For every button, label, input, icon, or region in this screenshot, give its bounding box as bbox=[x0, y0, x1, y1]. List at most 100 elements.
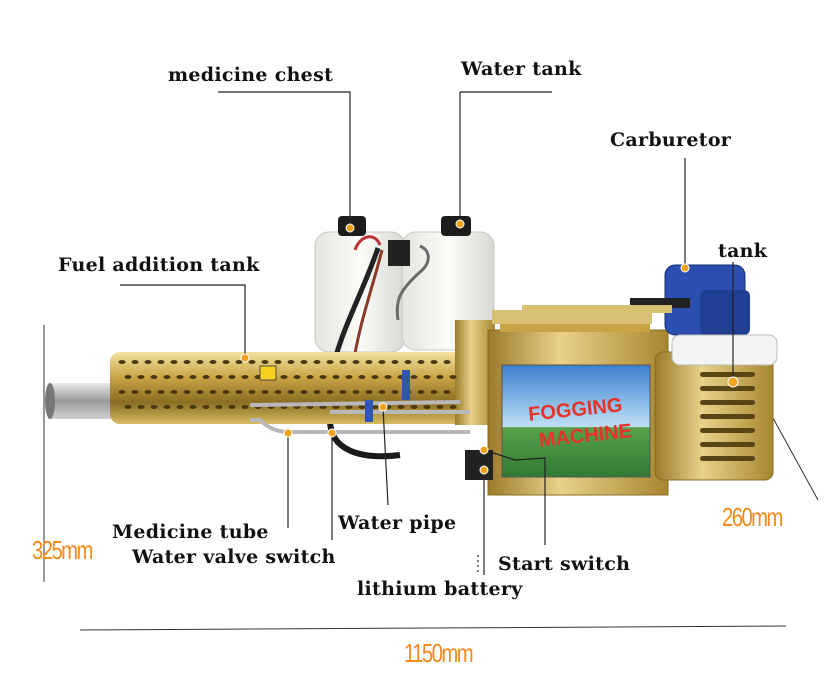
perforation-hole bbox=[332, 405, 340, 409]
label-water-valve-switch: Water valve switch bbox=[132, 546, 336, 568]
perforation-hole bbox=[163, 375, 171, 379]
perforation-hole bbox=[202, 405, 210, 409]
perforation-hole bbox=[423, 375, 431, 379]
label-carburetor: Carburetor bbox=[610, 129, 732, 151]
perforation-hole bbox=[371, 405, 379, 409]
guard-slot bbox=[700, 456, 755, 461]
perforation-hole bbox=[176, 375, 184, 379]
perforation-hole bbox=[241, 375, 249, 379]
perforation-hole bbox=[248, 360, 256, 364]
perforation-hole bbox=[319, 405, 327, 409]
perforation-hole bbox=[391, 390, 399, 394]
perforation-hole bbox=[196, 360, 204, 364]
guard-slot bbox=[700, 400, 755, 405]
label-water-tank: Water tank bbox=[461, 58, 582, 80]
perforation-hole bbox=[157, 390, 165, 394]
perforation-hole bbox=[261, 390, 269, 394]
perforation-hole bbox=[443, 360, 451, 364]
dimension-width: 260mm bbox=[722, 502, 783, 532]
guard-slot bbox=[700, 428, 755, 433]
perforation-hole bbox=[313, 360, 321, 364]
perforation-hole bbox=[332, 375, 340, 379]
perforation-hole bbox=[131, 360, 139, 364]
perforation-hole bbox=[274, 390, 282, 394]
perforation-hole bbox=[274, 360, 282, 364]
perforation-hole bbox=[209, 360, 217, 364]
markers bbox=[240, 219, 739, 475]
label-water-pipe: Water pipe bbox=[338, 512, 457, 534]
guard-slots bbox=[700, 372, 755, 461]
perforation-hole bbox=[313, 390, 321, 394]
perforation-hole bbox=[300, 360, 308, 364]
perforation-hole bbox=[358, 405, 366, 409]
perforation-hole bbox=[137, 405, 145, 409]
perforation-hole bbox=[131, 390, 139, 394]
perforation-hole bbox=[209, 390, 217, 394]
width-dimension-line bbox=[772, 417, 819, 501]
perforation-hole bbox=[436, 405, 444, 409]
fuel-tank bbox=[671, 334, 778, 366]
perforation-hole bbox=[144, 390, 152, 394]
perforation-hole bbox=[235, 390, 243, 394]
perforation-hole bbox=[417, 360, 425, 364]
perforation-hole bbox=[417, 390, 425, 394]
perforation-hole bbox=[443, 390, 451, 394]
perforation-hole bbox=[215, 405, 223, 409]
perforation-hole bbox=[365, 390, 373, 394]
label-start-switch: Start switch bbox=[498, 553, 631, 575]
perforation-hole bbox=[287, 390, 295, 394]
perforation-hole bbox=[410, 405, 418, 409]
perforation-hole bbox=[163, 405, 171, 409]
perforation-hole bbox=[339, 390, 347, 394]
leader-lines bbox=[120, 91, 734, 575]
perforation-hole bbox=[352, 360, 360, 364]
label-medicine-tube: Medicine tube bbox=[112, 521, 269, 543]
barrel-perforations bbox=[118, 360, 457, 409]
perforation-hole bbox=[365, 360, 373, 364]
perforation-hole bbox=[352, 390, 360, 394]
perforation-hole bbox=[189, 405, 197, 409]
perforation-hole bbox=[449, 405, 457, 409]
perforation-hole bbox=[326, 360, 334, 364]
perforation-hole bbox=[293, 375, 301, 379]
perforation-hole bbox=[319, 375, 327, 379]
perforation-hole bbox=[378, 360, 386, 364]
perforation-hole bbox=[358, 375, 366, 379]
perforation-hole bbox=[118, 390, 126, 394]
perforation-hole bbox=[189, 375, 197, 379]
fogging-panel: FOGGING MACHINE bbox=[501, 364, 651, 478]
perforation-hole bbox=[241, 405, 249, 409]
perforation-hole bbox=[150, 375, 158, 379]
perforation-hole bbox=[339, 360, 347, 364]
perforation-hole bbox=[157, 360, 165, 364]
length-dimension-line bbox=[79, 625, 787, 631]
perforation-hole bbox=[345, 405, 353, 409]
perforation-hole bbox=[202, 375, 210, 379]
valves bbox=[365, 370, 410, 422]
perforation-hole bbox=[144, 360, 152, 364]
perforation-hole bbox=[176, 405, 184, 409]
perforation-hole bbox=[150, 405, 158, 409]
perforation-hole bbox=[436, 375, 444, 379]
guard-slot bbox=[700, 414, 755, 419]
perforation-hole bbox=[124, 375, 132, 379]
perforation-hole bbox=[404, 360, 412, 364]
perforation-hole bbox=[261, 360, 269, 364]
perforation-hole bbox=[183, 390, 191, 394]
perforation-hole bbox=[170, 390, 178, 394]
perforation-hole bbox=[124, 405, 132, 409]
dimension-length: 1150mm bbox=[404, 638, 474, 668]
perforation-hole bbox=[300, 390, 308, 394]
guard-slot bbox=[700, 372, 755, 377]
label-tank: tank bbox=[718, 240, 768, 262]
perforation-hole bbox=[137, 375, 145, 379]
perforation-hole bbox=[215, 375, 223, 379]
warning-sticker bbox=[259, 365, 277, 381]
perforation-hole bbox=[410, 375, 418, 379]
perforation-hole bbox=[306, 375, 314, 379]
perforation-hole bbox=[228, 405, 236, 409]
perforation-hole bbox=[423, 405, 431, 409]
perforation-hole bbox=[326, 390, 334, 394]
dimension-height: 325mm bbox=[32, 535, 93, 565]
